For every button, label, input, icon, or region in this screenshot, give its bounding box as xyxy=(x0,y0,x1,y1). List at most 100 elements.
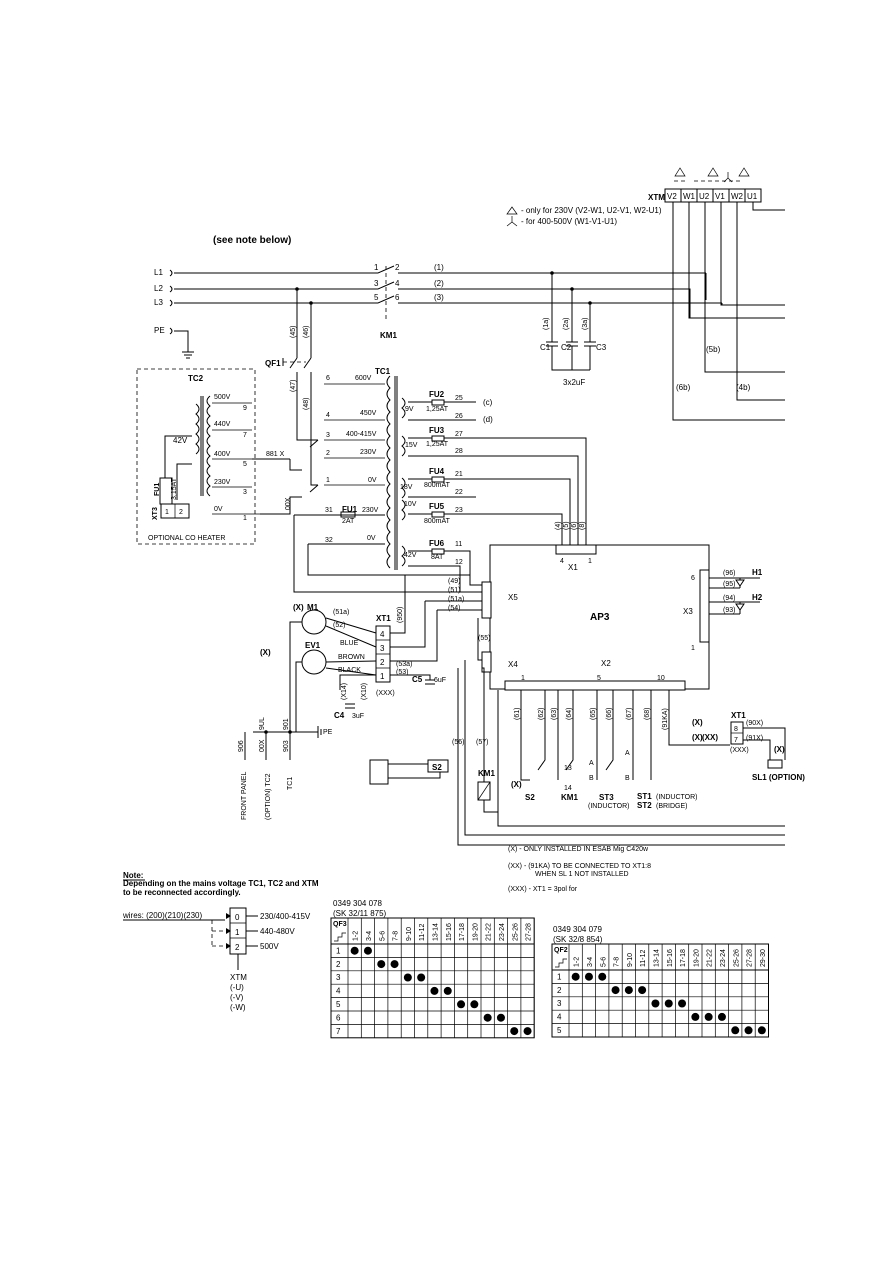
svg-text:(49): (49) xyxy=(448,578,460,585)
svg-text:(INDUCTOR): (INDUCTOR) xyxy=(588,803,629,810)
svg-text:(55): (55) xyxy=(478,635,490,642)
xtm-terminal-label: W2 xyxy=(731,192,744,201)
table-col-header: 7-8 xyxy=(393,931,400,941)
table-col-header: 9-10 xyxy=(627,953,634,967)
svg-text:1,25AT: 1,25AT xyxy=(426,406,449,413)
table-row-header: 1 xyxy=(557,972,562,981)
contact-dot xyxy=(390,960,399,969)
svg-text:12: 12 xyxy=(455,559,463,566)
table-row-header: 3 xyxy=(557,999,562,1008)
svg-text:FU5: FU5 xyxy=(429,502,445,511)
contact-dot xyxy=(571,972,580,981)
contact-dot xyxy=(483,1013,492,1022)
svg-text:11: 11 xyxy=(455,541,462,548)
svg-text:FU3: FU3 xyxy=(429,426,445,435)
svg-text:(5b): (5b) xyxy=(706,345,721,354)
table-row-header: 7 xyxy=(336,1027,341,1036)
svg-text:C5: C5 xyxy=(412,675,423,684)
svg-text:FU2: FU2 xyxy=(429,390,445,399)
contact-dot xyxy=(638,986,647,995)
svg-text:FU4: FU4 xyxy=(429,467,445,476)
table-label: QF2 xyxy=(554,947,568,954)
svg-text:400-415V: 400-415V xyxy=(346,431,377,438)
qf1-label: QF1 xyxy=(265,359,281,368)
svg-text:(1): (1) xyxy=(434,263,444,272)
svg-text:(-U): (-U) xyxy=(230,983,244,992)
svg-text:1: 1 xyxy=(165,509,169,516)
svg-text:(46): (46) xyxy=(303,326,310,338)
svg-text:881 X: 881 X xyxy=(266,451,285,458)
table-col-header: 1-2 xyxy=(574,957,581,967)
x3-connector xyxy=(699,569,710,643)
svg-text:5: 5 xyxy=(597,675,601,682)
svg-text:(4): (4) xyxy=(555,521,562,530)
table-col-header: 17-18 xyxy=(680,949,687,967)
svg-text:7: 7 xyxy=(734,737,738,744)
svg-text:1: 1 xyxy=(691,645,695,652)
svg-text:2: 2 xyxy=(179,509,183,516)
svg-text:5: 5 xyxy=(374,293,379,302)
table-col-header: 3-4 xyxy=(587,957,594,967)
contact-dot xyxy=(731,1026,740,1035)
svg-text:FRONT PANEL: FRONT PANEL xyxy=(241,772,248,820)
svg-text:6: 6 xyxy=(691,575,695,582)
x4-connector xyxy=(481,651,492,673)
delta-icon xyxy=(674,167,686,177)
svg-text:2: 2 xyxy=(326,450,330,457)
svg-text:800mAT: 800mAT xyxy=(424,482,451,489)
contact-dot xyxy=(664,999,673,1008)
svg-text:(OPTION) TC2: (OPTION) TC2 xyxy=(265,773,272,820)
svg-text:3x2uF: 3x2uF xyxy=(563,378,585,387)
svg-text:14: 14 xyxy=(564,785,572,792)
svg-text:2: 2 xyxy=(235,943,240,952)
svg-text:S2: S2 xyxy=(432,763,442,772)
svg-text:(XXX): (XXX) xyxy=(730,747,749,754)
contact-dot xyxy=(350,946,359,955)
svg-text:(X) - ONLY INSTALLED IN ESAB M: (X) - ONLY INSTALLED IN ESAB Mig C420w xyxy=(508,846,649,853)
table-row-header: 6 xyxy=(336,1013,341,1022)
svg-text:KM1: KM1 xyxy=(478,769,495,778)
table-row-header: 2 xyxy=(557,986,562,995)
table-col-header: 17-18 xyxy=(459,923,466,941)
km1-label: KM1 xyxy=(380,331,397,340)
svg-text:(XXX) - XT1 = 3pol for: (XXX) - XT1 = 3pol for xyxy=(508,886,578,893)
x5-connector xyxy=(481,581,492,619)
svg-text:FU1: FU1 xyxy=(154,483,161,496)
table-col-header: 5-6 xyxy=(379,931,386,941)
svg-text:(2): (2) xyxy=(434,279,444,288)
svg-text:X5: X5 xyxy=(508,593,518,602)
svg-text:4: 4 xyxy=(560,558,564,565)
svg-text:(3): (3) xyxy=(434,293,444,302)
svg-text:KM1: KM1 xyxy=(561,793,578,802)
svg-text:(68): (68) xyxy=(644,708,651,720)
svg-text:(5): (5) xyxy=(563,521,570,530)
svg-text:(51a): (51a) xyxy=(448,596,464,603)
delta-icon xyxy=(738,167,750,177)
svg-text:XT1: XT1 xyxy=(376,614,391,623)
svg-text:FU6: FU6 xyxy=(429,539,445,548)
svg-text:7: 7 xyxy=(243,432,247,439)
svg-text:10: 10 xyxy=(657,675,665,682)
svg-text:(62): (62) xyxy=(538,708,545,720)
svg-text:(X): (X) xyxy=(692,733,703,742)
svg-text:(66): (66) xyxy=(606,708,613,720)
svg-text:(93): (93) xyxy=(723,607,735,614)
svg-text:450V: 450V xyxy=(360,410,377,417)
svg-text:A: A xyxy=(625,750,630,757)
svg-text:X4: X4 xyxy=(508,660,518,669)
line-l2-label: L2 xyxy=(154,284,163,293)
svg-text:C2: C2 xyxy=(561,343,572,352)
x1-connector xyxy=(555,544,597,555)
svg-text:0349 304 079: 0349 304 079 xyxy=(553,925,602,934)
svg-text:AP3: AP3 xyxy=(590,612,610,623)
x2-connector xyxy=(504,680,686,691)
table-col-header: 15-16 xyxy=(667,949,674,967)
svg-text:PE: PE xyxy=(323,729,333,736)
svg-text:31: 31 xyxy=(325,507,333,514)
svg-text:0349 304 078: 0349 304 078 xyxy=(333,899,382,908)
svg-text:(6): (6) xyxy=(571,521,578,530)
svg-text:(91X): (91X) xyxy=(746,735,763,742)
table-row-header: 5 xyxy=(557,1026,562,1035)
svg-text:X3: X3 xyxy=(683,607,693,616)
bottom-wiring: PE 906 9UL 901 00X 903 FRONT PANEL (OPTI… xyxy=(238,660,805,846)
